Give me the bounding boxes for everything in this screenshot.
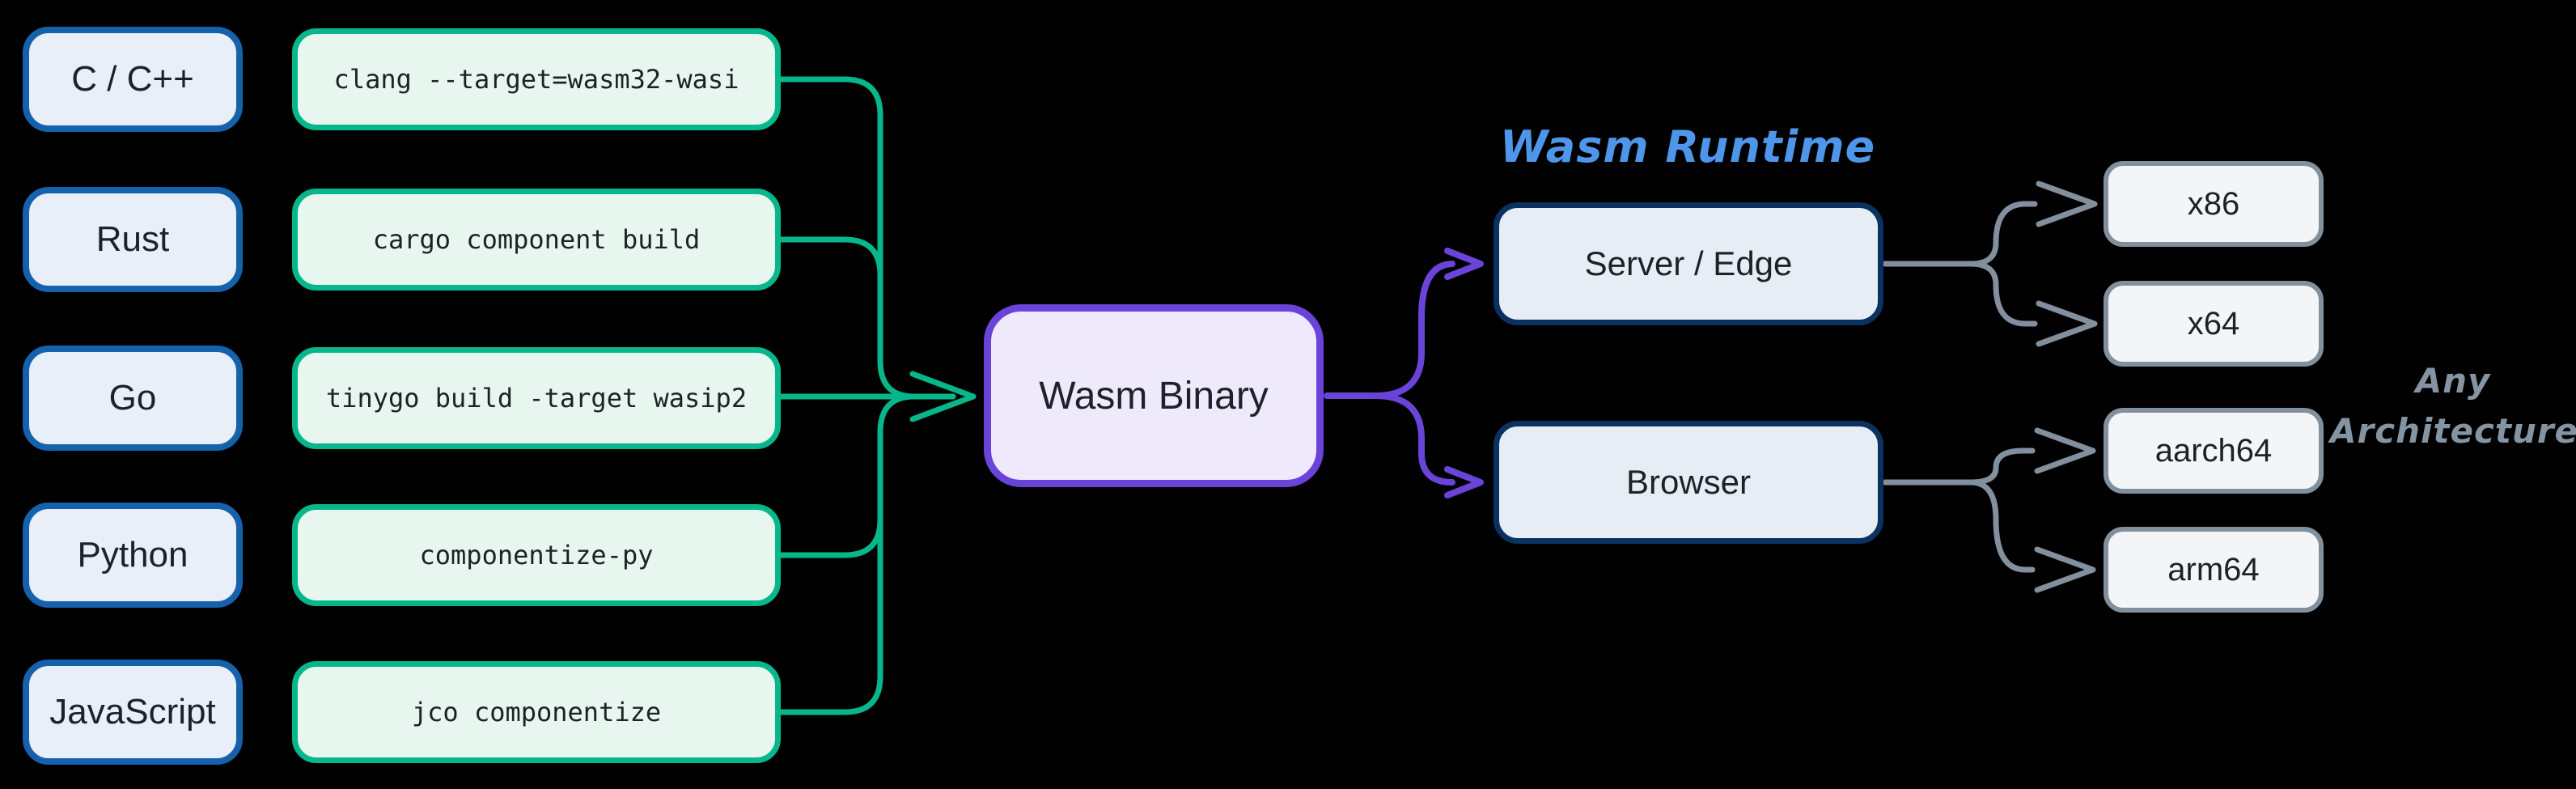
any-architecture-line2: Architecture <box>2330 411 2576 451</box>
language-node-javascript: JavaScript <box>23 660 243 765</box>
connector-componentize-py <box>777 516 883 558</box>
command-node-clang: clang --target=wasm32-wasi <box>292 28 781 130</box>
arrowhead-server <box>1444 248 1484 280</box>
language-node-rust: Rust <box>23 187 243 292</box>
arrowhead-x64 <box>2036 300 2098 347</box>
branch-to-aarch64 <box>1968 448 2036 486</box>
runtime-node-server-edge: Server / Edge <box>1493 202 1883 325</box>
arch-node-x86: x86 <box>2104 161 2324 247</box>
command-node-tinygo: tinygo build -target wasip2 <box>292 347 781 449</box>
branch-to-arm64 <box>1968 479 2036 573</box>
command-node-cargo: cargo component build <box>292 189 781 291</box>
arch-connectors <box>1882 180 2098 593</box>
arrowhead-aarch64 <box>2034 427 2096 474</box>
command-node-componentize-py: componentize-py <box>292 504 781 606</box>
trunk-upper <box>877 110 938 400</box>
branch-to-browser <box>1372 392 1455 486</box>
arch-node-arm64: arm64 <box>2104 527 2324 613</box>
branch-to-x86 <box>1968 201 2038 267</box>
branch-to-x64 <box>1968 261 2038 327</box>
command-node-jco: jco componentize <box>292 661 781 763</box>
language-node-python: Python <box>23 503 243 608</box>
wasm-binary-node: Wasm Binary <box>984 304 1324 487</box>
arch-node-aarch64: aarch64 <box>2104 408 2324 494</box>
runtime-node-browser: Browser <box>1493 421 1883 544</box>
toolchain-connectors <box>777 76 977 715</box>
connector-cargo <box>777 236 883 278</box>
arrowhead-into-binary <box>909 371 977 422</box>
branch-to-server <box>1372 261 1455 399</box>
arrowhead-browser <box>1444 466 1484 498</box>
arrowhead-arm64 <box>2034 546 2096 593</box>
language-node-go: Go <box>23 346 243 451</box>
binary-connectors <box>1324 248 1484 498</box>
trunk-lower <box>877 393 917 681</box>
any-architecture-note: Any Architecture <box>2330 356 2576 456</box>
arch-node-x64: x64 <box>2104 281 2324 367</box>
arrowhead-x86 <box>2036 180 2098 227</box>
connector-clang <box>777 76 883 118</box>
any-architecture-line1: Any <box>2415 361 2491 401</box>
connector-jco <box>777 673 883 715</box>
language-node-c-cpp: C / C++ <box>23 27 243 132</box>
wasm-runtime-heading: Wasm Runtime <box>1499 121 1876 172</box>
